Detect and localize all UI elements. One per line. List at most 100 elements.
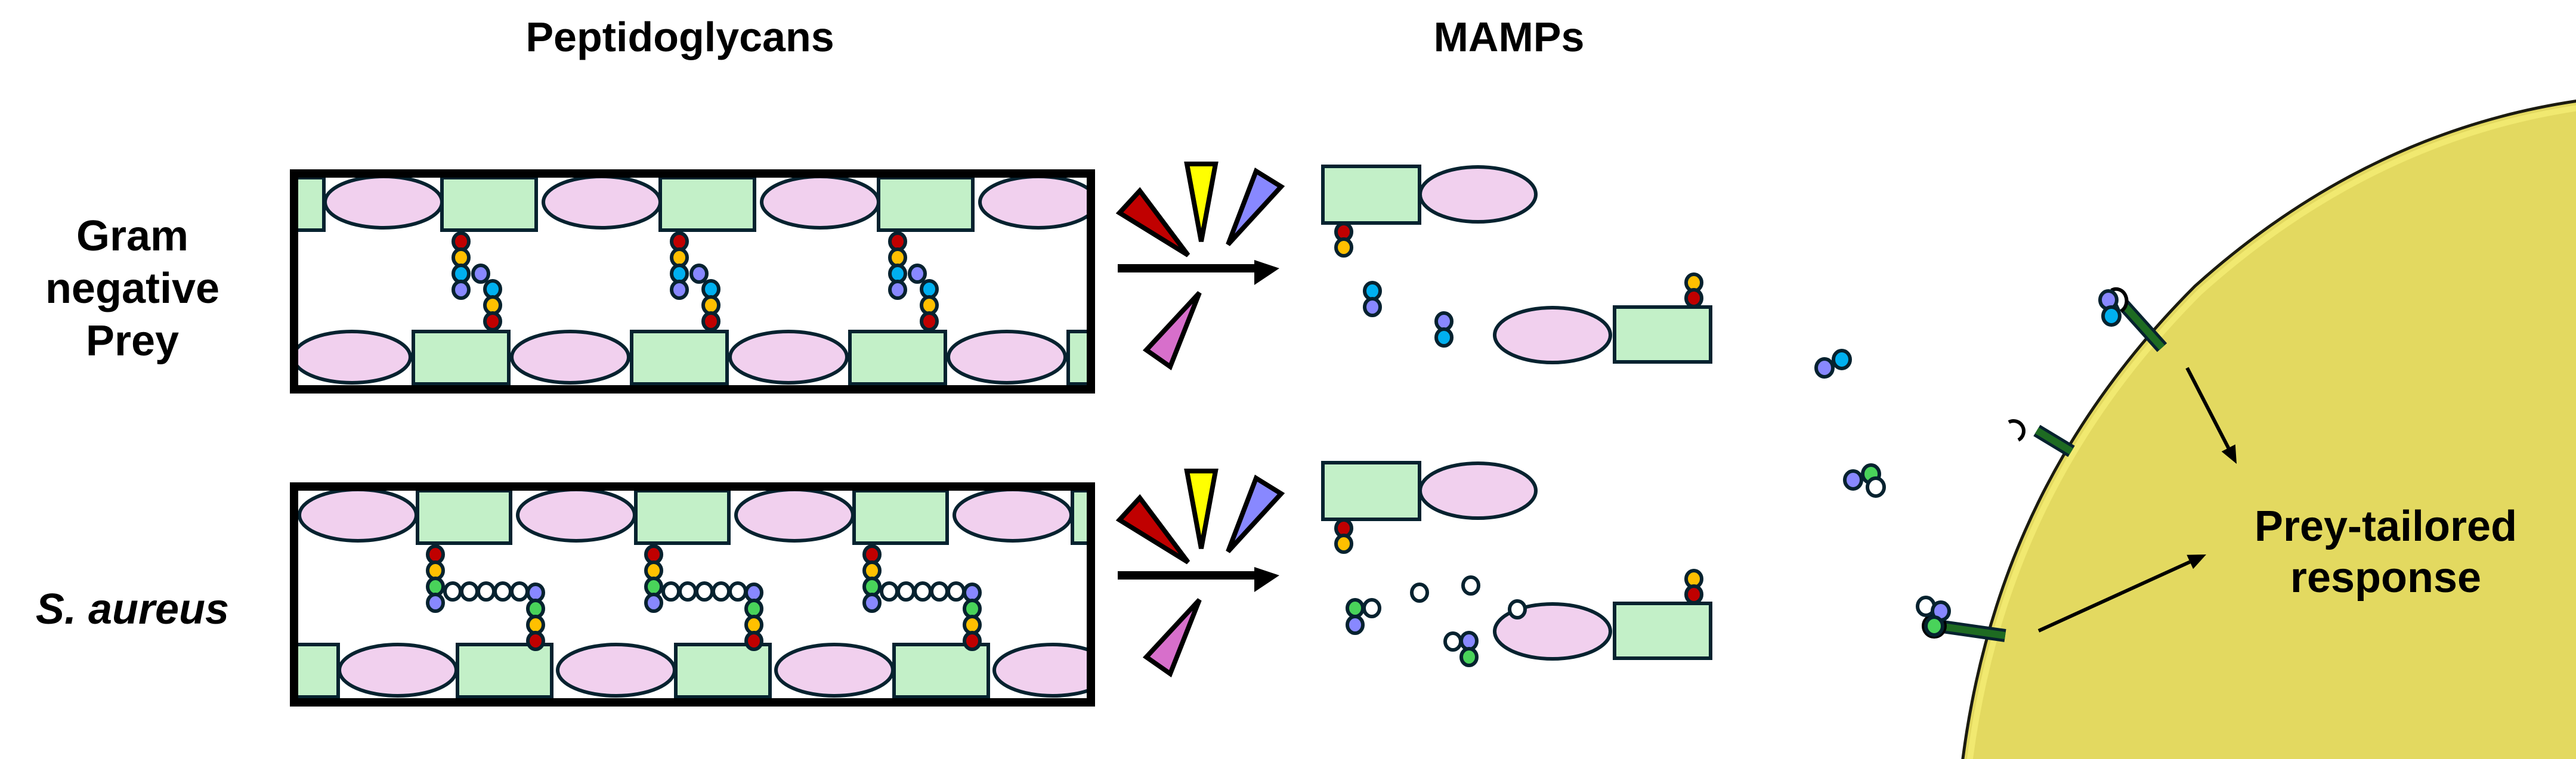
nag-sugar-square (892, 643, 990, 698)
amino-acid-white (1508, 599, 1527, 619)
amino-acid-purple (1363, 297, 1382, 317)
nag-sugar-square (852, 491, 949, 545)
nam-sugar-ellipse (298, 491, 418, 543)
enzyme-layer (1115, 162, 1285, 678)
nam-sugar-ellipse (542, 178, 662, 230)
stem-peptide-yellow (644, 560, 663, 581)
stem-peptide-red (644, 544, 663, 565)
stem-peptide-yellow (862, 560, 882, 581)
peptide-crosslink (426, 544, 545, 651)
pentaglycine-white (678, 581, 697, 602)
amino-acid-purple (1843, 469, 1863, 491)
mamp-nam-ellipse (1418, 165, 1538, 224)
pentaglycine-white (880, 581, 899, 602)
enzyme-wedge-blue (1226, 475, 1285, 553)
nam-sugar-ellipse (338, 643, 458, 698)
amino-acid-white (1461, 575, 1480, 596)
crosslink-peptide-yellow (963, 615, 982, 635)
crosslink-peptide-green (963, 599, 982, 619)
crosslink-peptide-red (920, 311, 939, 332)
receptor-bound-s-aureus (1916, 596, 2006, 642)
amino-acid-cyan (2101, 305, 2122, 327)
nag-sugar-square (298, 643, 340, 698)
enzyme-wedge-red (1115, 494, 1190, 565)
nag-sugar-square (848, 330, 947, 385)
response-label-line: Prey-tailored (2254, 503, 2518, 550)
stem-peptide-purple (452, 280, 471, 300)
stem-peptide-purple (862, 593, 882, 613)
pentaglycine-white (913, 581, 932, 602)
row-label-line: negative (45, 265, 220, 312)
stem-peptide-purple (426, 593, 445, 613)
signal-arrow-head (2221, 444, 2237, 464)
receptor-layer (1916, 287, 2237, 642)
enzyme-wedge-magenta (1142, 598, 1202, 678)
amino-acid-green (1346, 598, 1365, 618)
crosslink-peptide-green (744, 599, 763, 619)
nam-sugar-ellipse (556, 643, 676, 698)
arrow-head (1254, 260, 1279, 285)
pentaglycine-white (896, 581, 916, 602)
mamp-set-gram-negative (1321, 165, 1712, 364)
stem-peptide-purple (888, 280, 907, 300)
crosslink-peptide-yellow (744, 615, 763, 635)
nam-sugar-ellipse (510, 330, 630, 385)
peptidoglycan-layer (290, 169, 1095, 707)
amino-acid-white (1410, 583, 1429, 603)
stem-peptide-yellow (670, 247, 689, 268)
nag-sugar-square (456, 643, 553, 698)
signal-arrow-line (2185, 367, 2230, 449)
nam-sugar-ellipse (516, 491, 636, 543)
amino-acid-cyan (1434, 327, 1454, 348)
row-label-line: Gram (76, 212, 189, 260)
enzyme-wedge-magenta (1142, 291, 1202, 371)
nam-sugar-ellipse (760, 178, 880, 230)
nam-sugar-ellipse (953, 491, 1073, 543)
crosslink-peptide-red (744, 631, 763, 651)
stem-peptide-red (426, 544, 445, 565)
peptide-crosslink (670, 231, 720, 332)
host-cell-membrane-highlight (1966, 105, 2576, 759)
amino-acid-purple (1814, 357, 1835, 379)
nag-sugar-square (1071, 491, 1087, 545)
crosslink-peptide-red (526, 631, 545, 651)
crosslink-peptide-yellow (701, 295, 720, 315)
pentaglycine-white (930, 581, 949, 602)
crosslink-peptide-purple (744, 583, 763, 603)
mamp-nag-square (1613, 602, 1712, 660)
nam-sugar-ellipse (728, 330, 849, 385)
pentaglycine-white (493, 581, 512, 602)
crosslink-peptide-red (963, 631, 982, 651)
glycan-strands (298, 491, 1087, 698)
response-label: Prey-tailored response (2255, 501, 2517, 603)
signal-arrow-head (2187, 554, 2206, 569)
crosslink-peptide-purple (908, 264, 927, 284)
mamp-nag-square (1321, 461, 1421, 521)
nag-sugar-square (658, 178, 756, 232)
nag-sugar-square (877, 178, 975, 232)
stem-peptide-cyan (888, 264, 907, 284)
response-label-line: response (2290, 554, 2482, 602)
row-label-line: S. aureus (35, 585, 230, 633)
pentaglycine-white (728, 581, 747, 602)
nam-sugar-ellipse (774, 643, 895, 698)
enzyme-wedge-blue (1226, 168, 1285, 246)
amino-acid-purple (1434, 311, 1454, 332)
stem-peptide-green (644, 577, 663, 597)
nag-sugar-square (1066, 330, 1087, 385)
pentaglycine-white (661, 581, 681, 602)
nag-sugar-square (634, 491, 731, 545)
nam-sugar-ellipse (978, 178, 1087, 230)
crosslink-peptide-purple (471, 264, 490, 284)
nag-sugar-square (674, 643, 772, 698)
title-mamps: MAMPs (1433, 14, 1585, 60)
stem-peptide-red (670, 231, 689, 252)
crosslink-peptide-cyan (701, 279, 720, 299)
pentaglycine-white (443, 581, 462, 602)
amino-acid-cyan (1363, 281, 1382, 301)
receptor-stalk (2117, 298, 2165, 351)
pentaglycine-white (947, 581, 966, 602)
crosslink-peptide-green (526, 599, 545, 619)
crosslink-peptide-yellow (526, 615, 545, 635)
